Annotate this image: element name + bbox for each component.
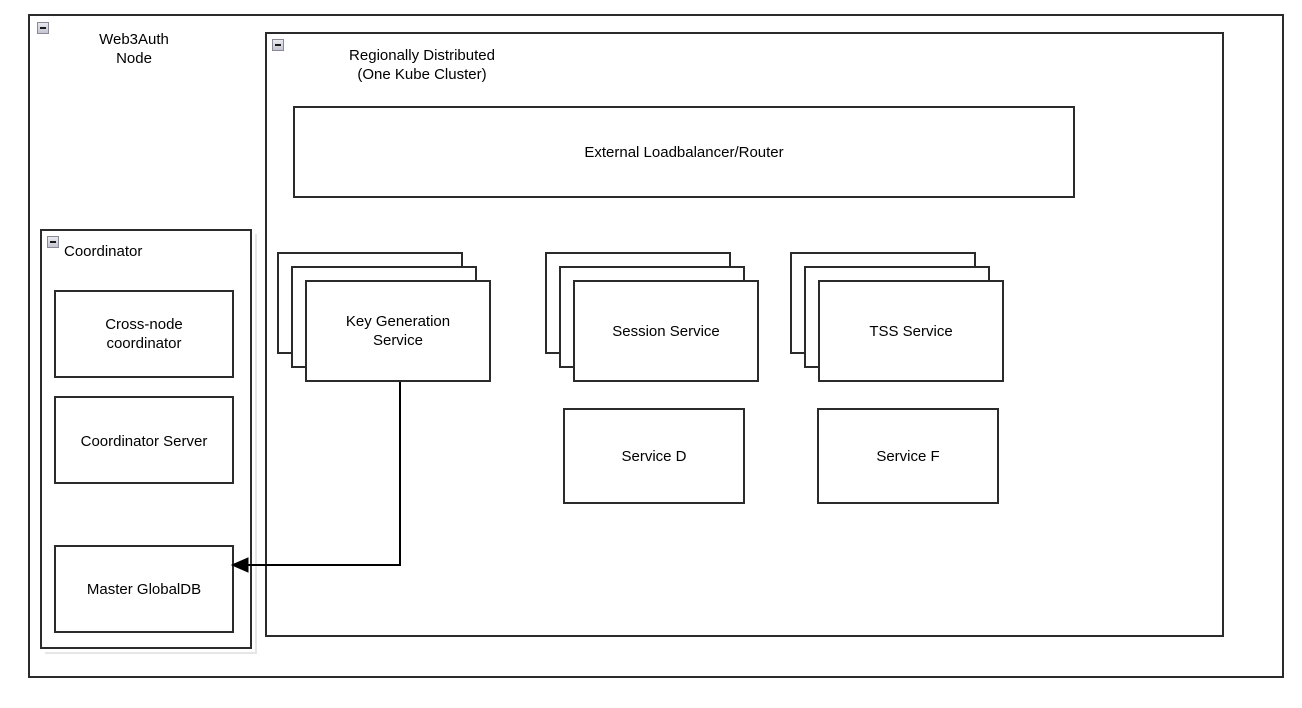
key-generation-service-label: Key Generation Service <box>345 313 451 349</box>
service-d-label: Service D <box>621 447 687 465</box>
tss-service-stack[interactable]: TSS Service <box>790 252 1004 382</box>
collapse-icon-web3auth-node[interactable] <box>37 22 49 34</box>
service-d-box[interactable]: Service D <box>563 408 745 504</box>
service-f-label: Service F <box>876 447 940 465</box>
external-loadbalancer-box[interactable]: External Loadbalancer/Router <box>293 106 1075 198</box>
cross-node-coordinator-label: Cross-node coordinator <box>105 316 183 352</box>
master-globaldb-box[interactable]: Master GlobalDB <box>54 545 234 633</box>
collapse-icon-regionally-distributed[interactable] <box>272 39 284 51</box>
coordinator-label: Coordinator <box>64 243 143 260</box>
coordinator-server-label: Coordinator Server <box>80 433 208 450</box>
session-service-label: Session Service <box>612 322 720 340</box>
regionally-distributed-label: Regionally Distributed (One Kube Cluster… <box>349 47 495 83</box>
cross-node-coordinator-box[interactable]: Cross-node coordinator <box>54 290 234 378</box>
master-globaldb-label: Master GlobalDB <box>86 580 202 598</box>
session-service-stack[interactable]: Session Service <box>545 252 759 382</box>
service-f-box[interactable]: Service F <box>817 408 999 504</box>
external-loadbalancer-label: External Loadbalancer/Router <box>584 143 784 161</box>
key-generation-service-stack[interactable]: Key Generation Service <box>277 252 491 382</box>
tss-service-replica-1[interactable]: TSS Service <box>818 280 1004 382</box>
key-generation-service-replica-1[interactable]: Key Generation Service <box>305 280 491 382</box>
tss-service-label: TSS Service <box>869 322 953 340</box>
collapse-icon-coordinator[interactable] <box>47 236 59 248</box>
session-service-replica-1[interactable]: Session Service <box>573 280 759 382</box>
web3auth-node-label: Web3Auth Node <box>99 31 169 67</box>
coordinator-server-box[interactable]: Coordinator Server <box>54 396 234 484</box>
